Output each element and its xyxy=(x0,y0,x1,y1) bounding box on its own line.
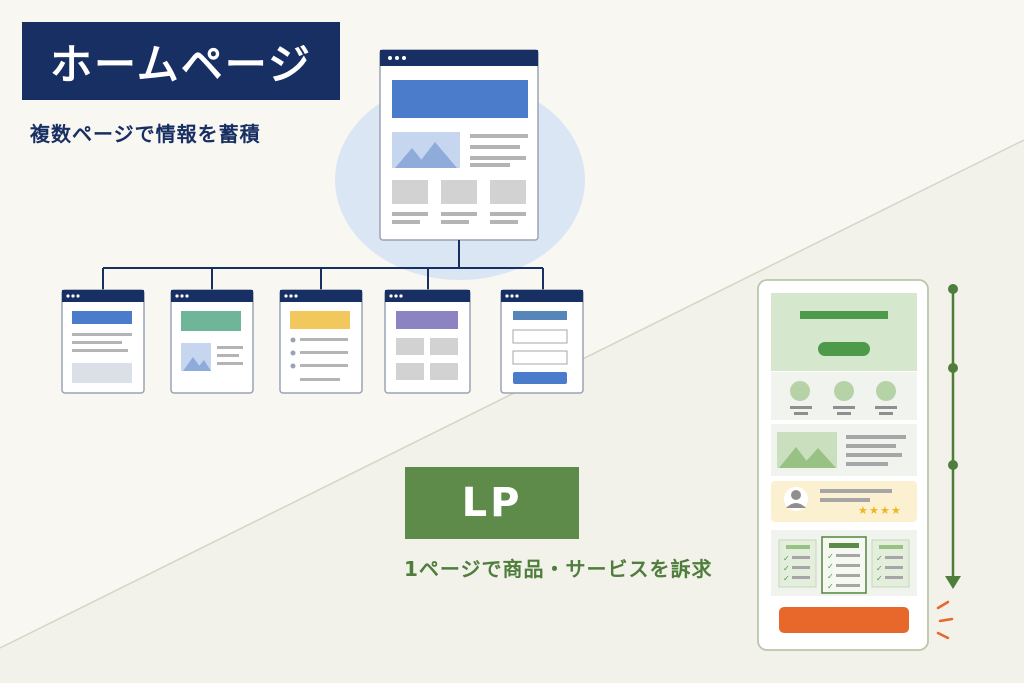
svg-text:✓: ✓ xyxy=(783,554,790,563)
sub-page-window-2 xyxy=(170,289,254,394)
svg-text:✓: ✓ xyxy=(876,564,883,573)
top-page-window xyxy=(379,49,539,241)
lp-page-mockup: ★★★★ ✓✓✓ ✓✓✓✓ ✓✓✓ xyxy=(757,279,929,651)
homepage-subtitle: 複数ページで情報を蓄積 xyxy=(30,122,261,146)
lp-title: LP xyxy=(405,467,579,539)
homepage-title: ホームページ xyxy=(22,22,340,100)
svg-text:★: ★ xyxy=(858,504,868,517)
svg-text:✓: ✓ xyxy=(827,572,834,581)
svg-text:★: ★ xyxy=(891,504,901,517)
lp-subtitle: 1ページで商品・サービスを訴求 xyxy=(404,557,713,581)
svg-text:✓: ✓ xyxy=(876,554,883,563)
svg-text:✓: ✓ xyxy=(783,564,790,573)
sub-page-window-5 xyxy=(500,289,584,394)
svg-text:✓: ✓ xyxy=(783,574,790,583)
review-stars-icon: ★★★★ xyxy=(858,504,901,517)
user-avatar-icon xyxy=(786,490,806,508)
emphasis-lines-icon xyxy=(936,600,954,640)
tree-connectors xyxy=(102,240,544,290)
scroll-arrow-icon xyxy=(945,284,961,589)
svg-text:✓: ✓ xyxy=(827,552,834,561)
checkmark-icons: ✓✓✓ ✓✓✓✓ ✓✓✓ xyxy=(783,552,883,591)
svg-text:★: ★ xyxy=(880,504,890,517)
sub-page-window-1 xyxy=(61,289,145,394)
svg-text:✓: ✓ xyxy=(827,582,834,591)
svg-text:✓: ✓ xyxy=(876,574,883,583)
svg-text:✓: ✓ xyxy=(827,562,834,571)
cta-button-shape xyxy=(779,607,909,633)
sub-page-window-3 xyxy=(279,289,363,394)
svg-text:★: ★ xyxy=(869,504,879,517)
sub-page-window-4 xyxy=(384,289,471,394)
